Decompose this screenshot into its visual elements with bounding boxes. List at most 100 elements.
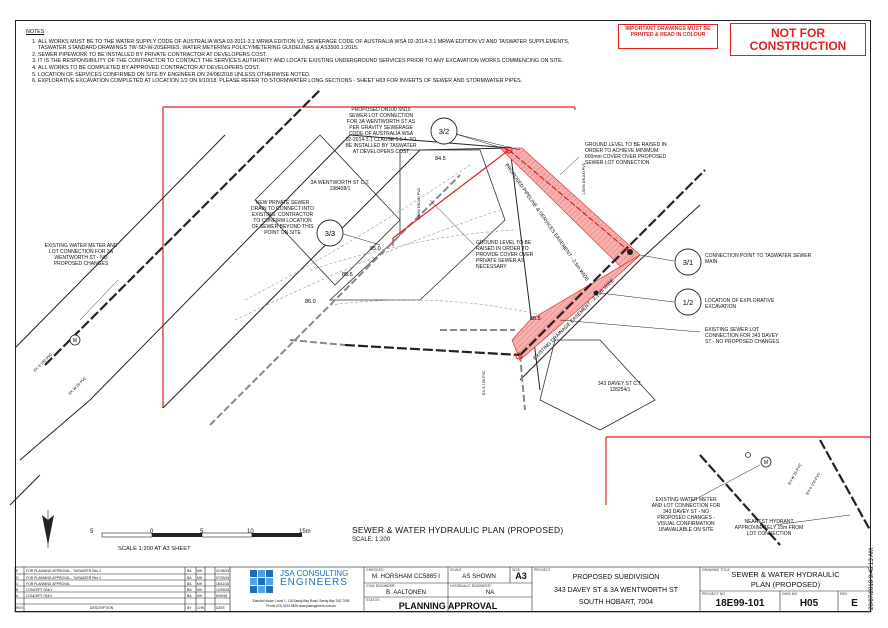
tag-3-2	[430, 117, 458, 145]
note-item: IT IS THE RESPONSIBILITY OF THE CONTRACT…	[38, 58, 586, 65]
dwg-no: H05	[799, 598, 819, 609]
rev-value: E	[851, 598, 858, 609]
scale-value: AS SHOWN	[462, 573, 496, 580]
drawing-title-line: SEWER & WATER HYDRAULIC	[731, 570, 840, 579]
rev-date: 18/11/18	[216, 582, 229, 586]
project-no-label: PROJECT NO	[702, 592, 726, 596]
rev-header: BY	[187, 606, 192, 610]
contour-lines	[234, 164, 561, 321]
note-item: ALL WORKS MUST BE TO THE WATER SUPPLY CO…	[38, 39, 586, 52]
tag-label: 3/1	[683, 258, 693, 267]
scale-tick: 5	[200, 529, 204, 535]
civil-engineer-value: B. AALTONEN	[385, 589, 426, 596]
project-label: PROJECT	[534, 568, 551, 572]
pipe-label: 1.50% DN100 PVC	[582, 162, 586, 195]
company-name: JSA CONSULTING	[280, 569, 349, 578]
leader-lines	[79, 132, 851, 526]
north-arrow-icon	[42, 510, 54, 548]
rev-chk: MH	[197, 594, 203, 598]
rev-label: REV	[840, 592, 848, 596]
note-existing-water-3a: EXISTING WATER METER AND LOT CONNECTION …	[44, 243, 118, 267]
rev-letter: E	[16, 569, 19, 573]
rev-description: CONCEPT ONLY	[26, 588, 53, 592]
rev-chk: MH	[197, 569, 203, 573]
proposed-sewer-line	[392, 149, 631, 253]
rev-header: DESCRIPTION	[90, 606, 114, 610]
rev-letter: C	[16, 582, 19, 586]
tag-1-2	[674, 288, 702, 316]
rev-description: FOR PLANNING APPROVAL - TASWATER Rev 1	[26, 576, 102, 580]
rev-by: BA	[187, 582, 192, 586]
hydrant-icon	[745, 452, 751, 458]
drawing-title-label: DRAWING TITLE	[702, 568, 730, 572]
existing-sewer-main	[44, 89, 871, 546]
rev-header: REV	[16, 606, 23, 610]
rev-date: 21/08/19	[216, 569, 230, 573]
note-connection-point: CONNECTION POINT TO TASWATER SEWER MAIN	[705, 253, 812, 265]
scalebar-caption: SCALE 1:200 AT A3 SHEET	[118, 546, 191, 552]
note-item: ALL WORKS TO BE COMPLETED BY APPROVED CO…	[38, 65, 586, 72]
note-ground-level-cover: GROUND LEVEL TO BE RAISED IN ORDER TO PR…	[476, 240, 534, 270]
contour-label: 85.5	[530, 316, 541, 322]
dwg-no-label: DWG NO	[782, 592, 798, 596]
scale-label: SCALE	[450, 568, 462, 572]
meter-label: M	[73, 338, 77, 344]
rev-date: 6/09/18	[216, 594, 228, 598]
hydraulic-engineer-value: NA	[485, 589, 495, 596]
project-no: 18E99-101	[715, 598, 765, 609]
rev-letter: A	[16, 594, 19, 598]
project-line: PROPOSED SUBDIVISION	[572, 574, 660, 581]
rev-date: 07/03/19	[216, 576, 230, 580]
rev-description: FOR PLANNING APPROVAL	[26, 582, 71, 586]
checked-value: M. HORSHAM CC5865 I	[371, 573, 441, 580]
drawing-title-line: PLAN (PROPOSED)	[750, 580, 821, 589]
tag-3-3	[316, 219, 344, 247]
rev-letter: D	[16, 576, 19, 580]
note-existing-water-343: EXISTING WATER METER AND LOT CONNECTION …	[651, 497, 721, 533]
scale-bar	[101, 532, 302, 538]
plan-scale: SCALE: 1:200	[352, 537, 391, 543]
colour-warning-box: IMPORTANT DRAWINGS MUST BE PRINTED & REA…	[618, 24, 718, 49]
note-ground-level-raise: GROUND LEVEL TO BE RAISED IN ORDER TO AC…	[585, 142, 667, 166]
sewer-junction-point	[515, 352, 523, 360]
tag-label: 1/2	[683, 298, 693, 307]
notes-block: NOTES ALL WORKS MUST BE TO THE WATER SUP…	[26, 29, 586, 85]
water-meter-icon	[69, 334, 81, 346]
status-label: STATUS	[366, 598, 380, 602]
company-logo-icon	[250, 570, 273, 593]
contour-label: 85.5	[342, 272, 353, 278]
rev-chk: MH	[197, 582, 203, 586]
tag-circles	[316, 117, 702, 316]
explorative-marker	[593, 290, 599, 296]
water-meter-icon	[760, 456, 772, 468]
tag-3-1	[674, 248, 702, 276]
connection-marker	[627, 249, 633, 255]
contour-label: 86.0	[305, 299, 316, 305]
rev-by: BA	[187, 569, 192, 573]
project-line: SOUTH HOBART, 7004	[578, 599, 654, 606]
rev-description: CONCEPT ONLY	[26, 594, 53, 598]
existing-easement-area	[511, 254, 641, 361]
pipe-label: EX S 150 PVC	[805, 472, 821, 496]
checked-label: CHECKED	[366, 568, 384, 572]
pipe-label: EX W 25 PVC	[787, 463, 803, 486]
pipe-label: EX S 150 PVC	[33, 352, 54, 373]
scale-tick: 5	[90, 529, 94, 535]
note-explorative-excavation: LOCATION OF EXPLORATIVE EXCAVATION	[705, 298, 775, 310]
company-address: Elandra House, Level 1, 118 Sandy Bay Ro…	[252, 599, 350, 603]
hydraulic-engineer-label: HYDRAULIC ENGINEER	[450, 584, 491, 588]
scale-tick: 15m	[299, 529, 311, 535]
size-label: SIZE	[512, 568, 520, 572]
rev-chk: MH	[197, 576, 203, 580]
contour-label: 85.0	[370, 246, 381, 252]
pipe-label: 1.50% DN100 PVC	[417, 187, 421, 220]
note-proposed-dn100: PROPOSED DN100 SN10 SEWER LOT CONNECTION…	[345, 107, 417, 155]
rev-by: BA	[187, 594, 192, 598]
company-subname: ENGINEERS	[280, 577, 348, 588]
contour-label: 84.5	[435, 156, 446, 162]
plan-title: SEWER & WATER HYDRAULIC PLAN (PROPOSED)	[352, 525, 564, 535]
company-contact: Phone (03) 6224 9826 www.jsaengineers.co…	[266, 604, 336, 608]
note-nearest-hydrant: NEAREST HYDRANT APPROXIMATELY 15m FROM L…	[734, 519, 804, 537]
rev-header: CHK	[197, 606, 205, 610]
